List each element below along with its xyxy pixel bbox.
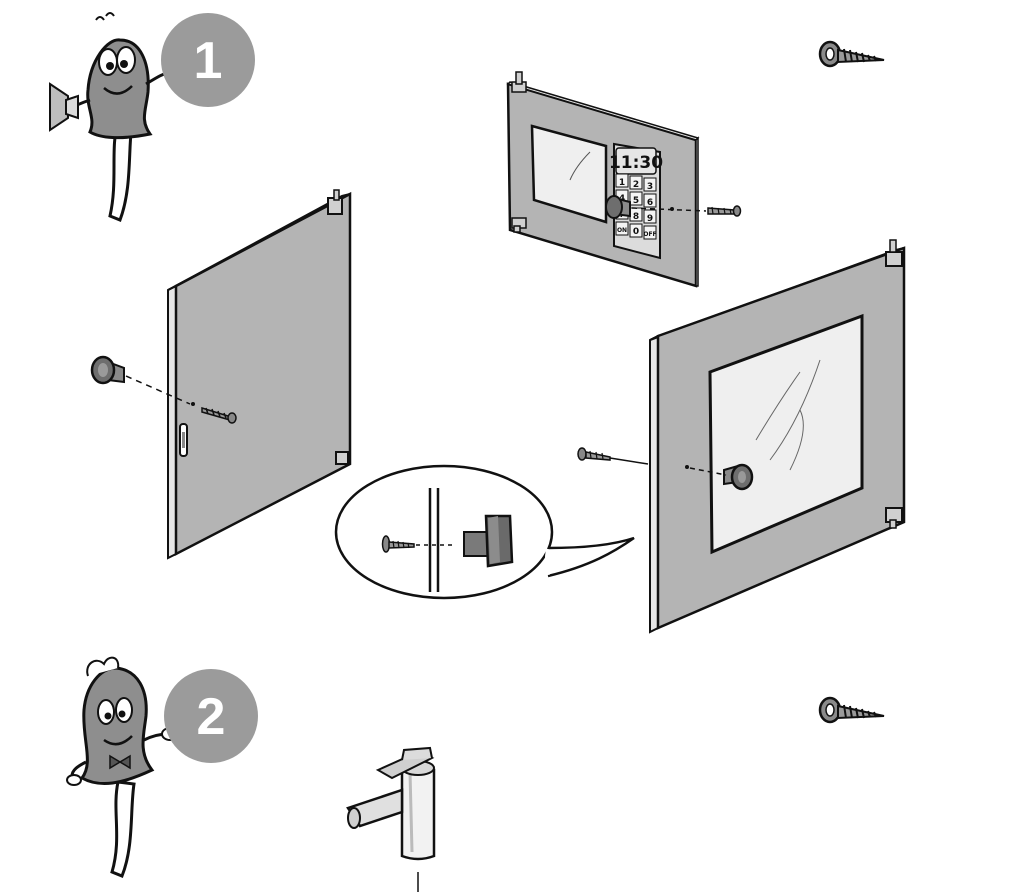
screw-icon xyxy=(818,696,885,724)
wingnut-icon xyxy=(49,82,79,132)
keypad: 1 2 3 4 5 6 7 8 9 ON 0 OFF xyxy=(615,173,657,240)
key-3: 3 xyxy=(647,182,653,192)
step-badge-1: 1 xyxy=(161,13,255,107)
screw-icon xyxy=(818,40,885,68)
knob-icon xyxy=(90,355,125,385)
key-0: 0 xyxy=(633,227,639,237)
key-6: 6 xyxy=(647,198,653,208)
knob-icon xyxy=(723,463,754,491)
screw-icon xyxy=(201,406,237,424)
key-off: OFF xyxy=(643,231,656,238)
knob-icon xyxy=(605,195,631,219)
screw-icon xyxy=(707,205,742,217)
left-door-panel xyxy=(167,189,352,560)
knob-icon xyxy=(463,514,514,568)
control-panel: 11:30 1 2 3 4 5 6 7 8 9 ON 0 OFF xyxy=(506,71,700,288)
screw-icon xyxy=(381,535,415,553)
step-number-2: 2 xyxy=(197,688,226,746)
faucet-icon xyxy=(346,746,436,892)
wingnut-mascot-step-1 xyxy=(49,12,181,222)
wingnut-mascot-step-2 xyxy=(66,656,179,878)
detail-callout xyxy=(334,464,635,600)
glass-door-panel xyxy=(649,239,906,634)
key-9: 9 xyxy=(647,214,653,224)
key-1: 1 xyxy=(619,178,625,188)
key-2: 2 xyxy=(633,180,639,190)
step-number-1: 1 xyxy=(194,32,223,90)
screw-icon xyxy=(577,447,611,461)
step-badge-2: 2 xyxy=(164,669,258,763)
clock-display: 11:30 xyxy=(609,153,663,173)
key-on: ON xyxy=(617,227,627,234)
key-5: 5 xyxy=(633,196,639,206)
key-8: 8 xyxy=(633,212,639,222)
